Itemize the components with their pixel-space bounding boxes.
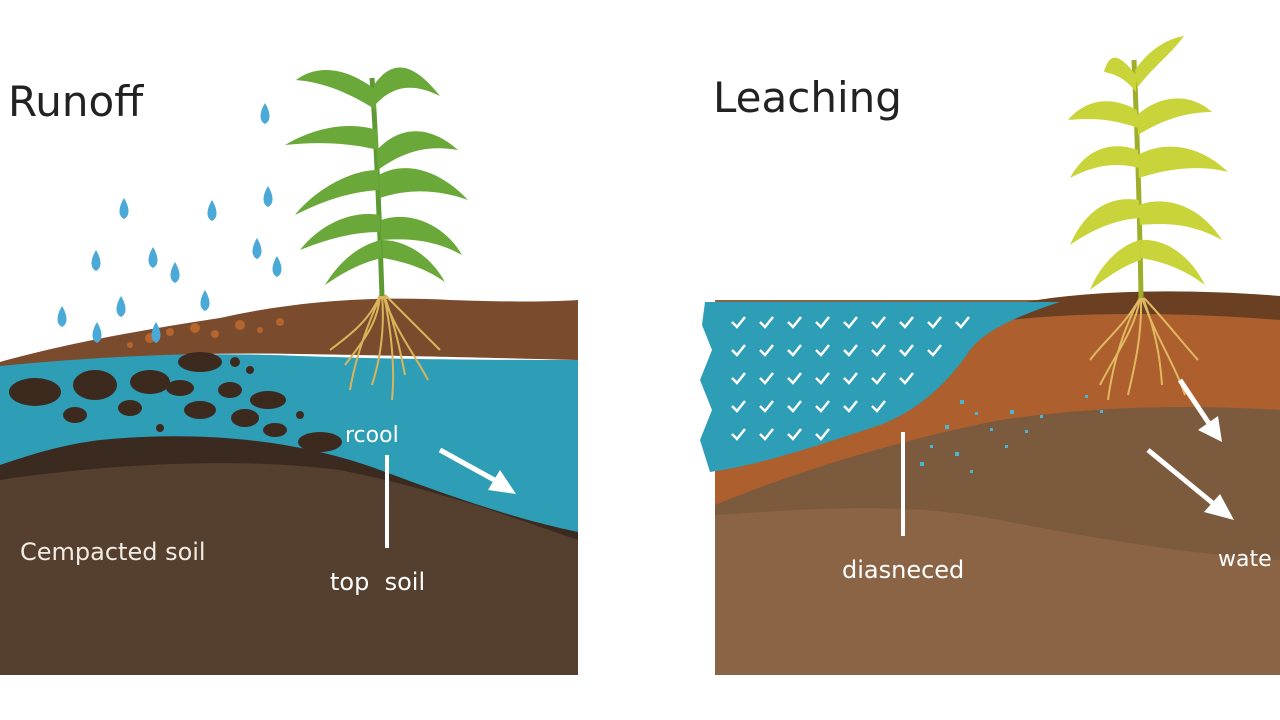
rain-drop xyxy=(148,247,158,268)
topsoil-surface xyxy=(0,298,578,366)
rain-drop xyxy=(200,290,210,311)
runoff-flow-arrow xyxy=(438,447,516,494)
rain-drop xyxy=(272,256,282,277)
rain-drop xyxy=(116,296,126,317)
rain-drop xyxy=(57,306,67,327)
rain-drop xyxy=(119,198,129,219)
dissolved-label: diasneced xyxy=(842,556,964,584)
compacted-soil-layer xyxy=(0,446,578,675)
runoff-title: Runoff xyxy=(8,77,144,126)
rain-drop xyxy=(151,322,161,343)
eroded-particles xyxy=(127,318,284,348)
water-particles xyxy=(731,316,970,441)
yellowing-plant xyxy=(1068,36,1228,401)
plant-leaves xyxy=(1068,36,1228,290)
leaching-arrow-lower xyxy=(1146,448,1234,520)
rain-drop xyxy=(170,262,180,283)
plant-stem xyxy=(369,77,385,297)
plant-stem xyxy=(1131,59,1144,299)
leaching-water-pool xyxy=(700,302,1060,472)
plant-roots xyxy=(1089,297,1199,401)
leaching-panel: Leaching diasneced wate xyxy=(700,36,1280,675)
rain-drop xyxy=(260,103,270,124)
topsoil-label: top soil xyxy=(330,568,425,596)
rain-drop xyxy=(263,186,273,207)
compacted-soil-label: Cempacted soil xyxy=(20,538,206,566)
sediment-stones xyxy=(9,352,342,452)
rain-drop xyxy=(91,250,101,271)
water-label: wate xyxy=(1218,547,1272,572)
leaching-arrow-upper xyxy=(1177,378,1222,442)
pool-label: rcool xyxy=(345,423,399,448)
orange-topsoil xyxy=(715,300,1280,505)
plant-leaves xyxy=(285,67,468,285)
leached-soil-band xyxy=(715,407,1280,560)
rain-drop xyxy=(252,238,262,259)
plant-roots xyxy=(329,294,441,401)
healthy-plant xyxy=(285,67,468,401)
rain-drops xyxy=(57,103,282,343)
leaching-speckles xyxy=(920,395,1103,473)
runoff-panel: Runoff rcool Cempacted soil top soil xyxy=(0,67,578,675)
runoff-water-layer xyxy=(0,354,578,532)
leaching-title: Leaching xyxy=(713,73,902,122)
rain-drop xyxy=(92,322,102,343)
rain-drop xyxy=(207,200,217,221)
